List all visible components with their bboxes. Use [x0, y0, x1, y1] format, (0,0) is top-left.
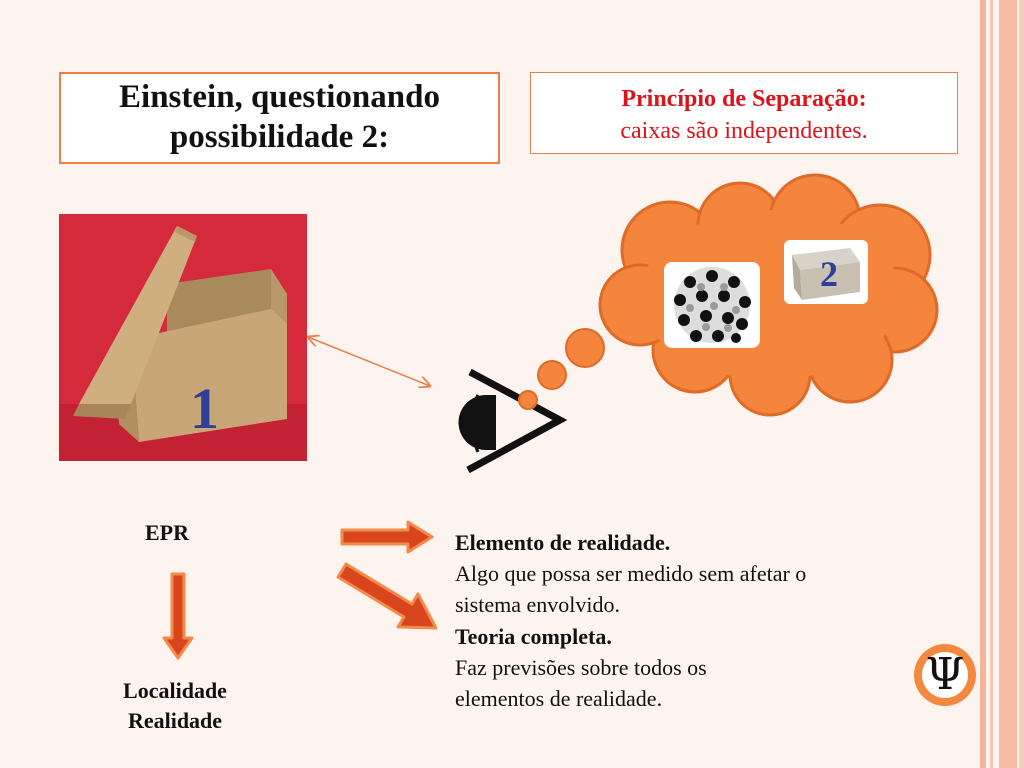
thought-bubble [537, 360, 567, 390]
arrow-icon [340, 520, 434, 554]
decor-stripe [990, 0, 993, 768]
thought-bubble [518, 390, 538, 410]
element-of-reality-block: Elemento de realidade. Algo que possa se… [455, 528, 806, 620]
element-line-2: sistema envolvido. [455, 591, 620, 617]
decor-stripe [999, 0, 1017, 768]
separation-heading: Princípio de Separação: [621, 86, 867, 112]
locality-label-line-1: Localidade [123, 678, 227, 703]
box-2-number: 2 [820, 254, 838, 294]
fullerene-image [664, 262, 760, 348]
separation-box: Princípio de Separação: caixas são indep… [530, 72, 958, 154]
locality-label-line-2: Realidade [127, 708, 223, 734]
arrow-icon [336, 562, 438, 630]
theory-heading: Teoria completa. [455, 624, 612, 649]
locality-label: Localidade Realidade [95, 676, 255, 737]
decor-stripe [1019, 0, 1024, 768]
element-heading: Elemento de realidade. [455, 530, 671, 555]
slide-title: Einstein, questionando possibilidade 2: [119, 79, 440, 155]
complete-theory-block: Teoria completa. Faz previsões sobre tod… [455, 622, 707, 714]
element-line-1: Algo que possa ser medido sem afetar o [455, 560, 807, 586]
small-box-image [784, 240, 868, 304]
box-1-number: 1 [190, 376, 219, 441]
epr-label: EPR [145, 520, 189, 545]
thought-cloud [598, 173, 939, 417]
psi-symbol: Ψ [922, 652, 968, 698]
separation-subtitle: caixas são independentes. [620, 118, 868, 145]
double-arrow [308, 337, 430, 386]
thought-bubble [565, 328, 605, 368]
box-photo [59, 214, 307, 461]
decor-stripe [980, 0, 986, 768]
theory-line-1: Faz previsões sobre todos os [455, 654, 707, 680]
psi-logo-icon: Ψ [914, 644, 976, 706]
cardboard-box-image [59, 214, 307, 461]
title-box: Einstein, questionando possibilidade 2: [59, 72, 500, 164]
theory-line-2: elementos de realidade. [455, 685, 663, 711]
arrow-icon [162, 572, 194, 660]
eye-icon [458, 368, 568, 474]
